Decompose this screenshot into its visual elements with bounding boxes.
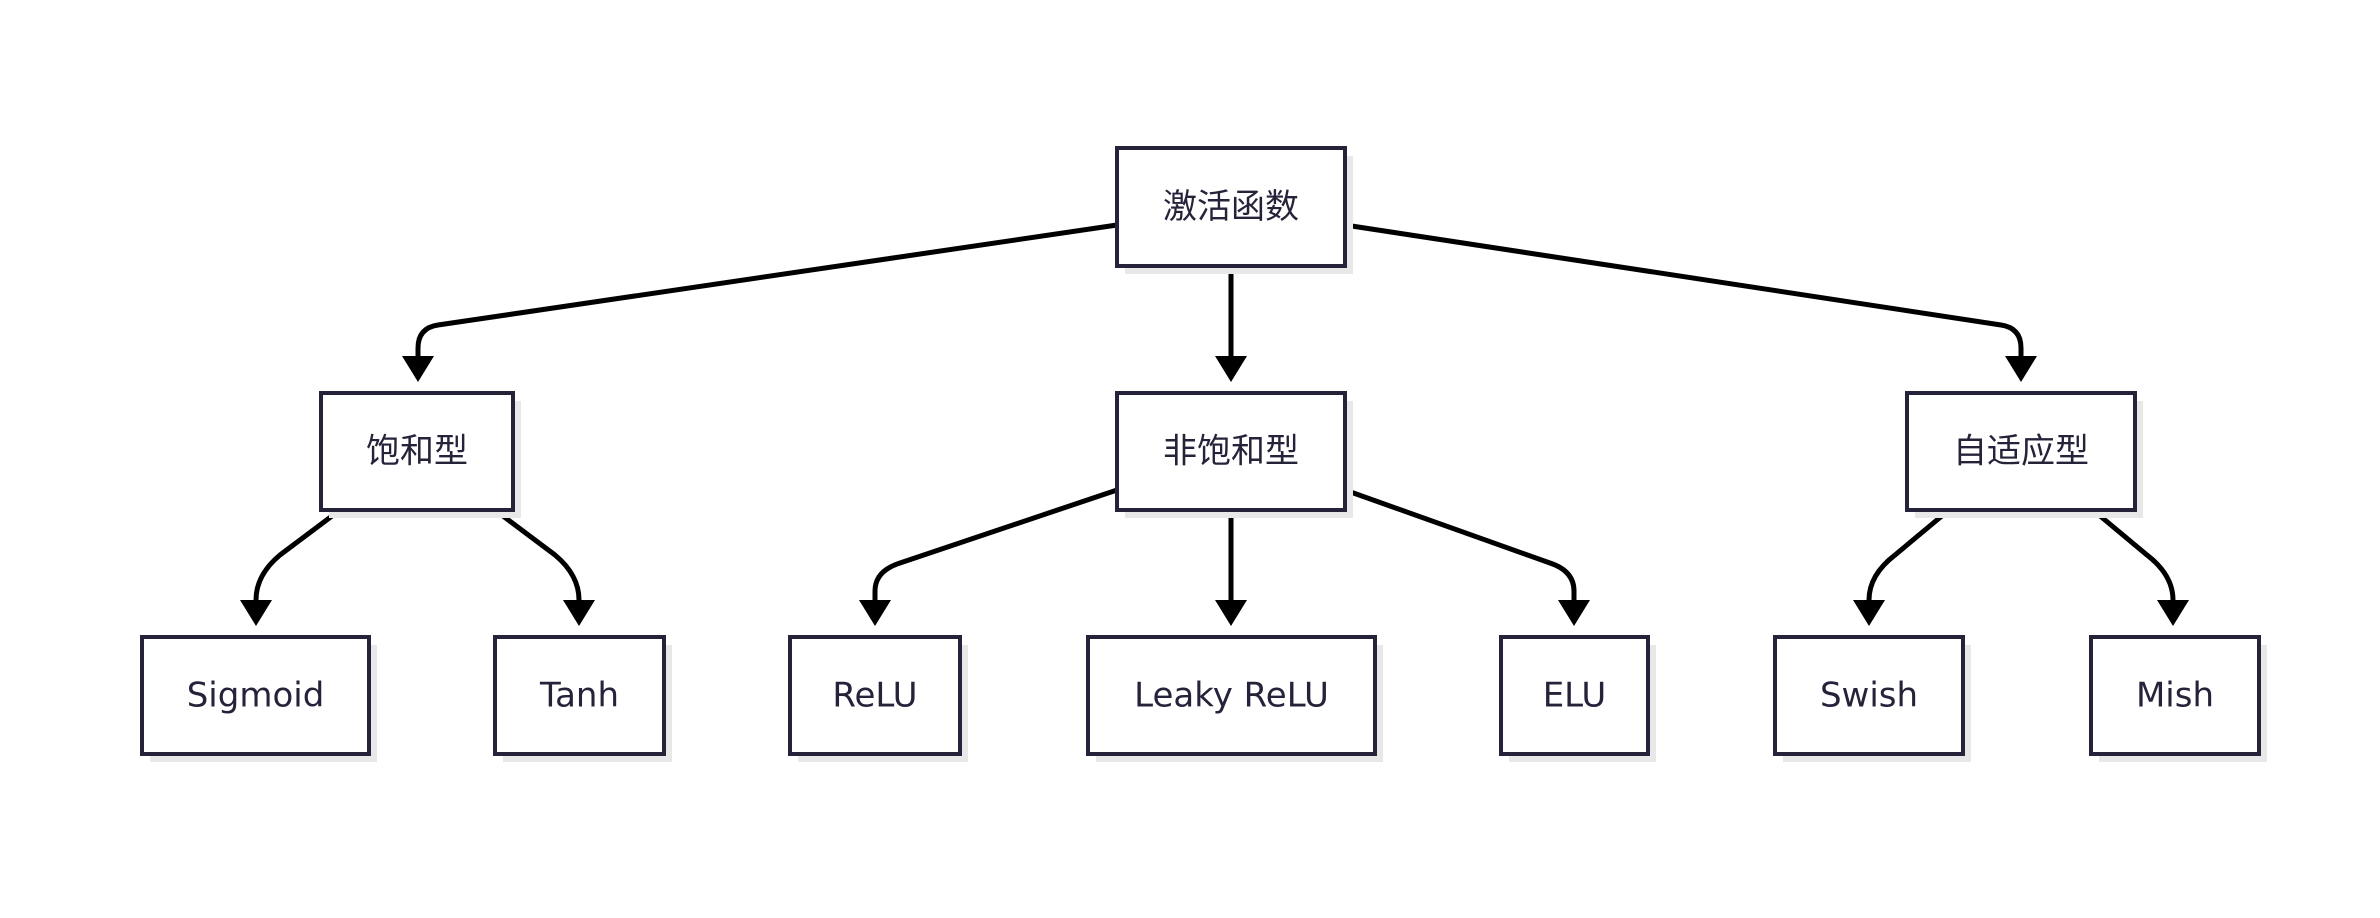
edge-adaptive-to-swish xyxy=(1853,508,1951,626)
edge-line xyxy=(872,487,1118,604)
arrowhead-icon xyxy=(2005,356,2037,382)
node-label: Swish xyxy=(1820,676,1918,716)
node-tanh: Tanh xyxy=(493,635,672,762)
edge-non_saturating-to-relu xyxy=(859,487,1118,626)
arrowhead-icon xyxy=(402,356,434,382)
node-box xyxy=(788,635,962,756)
node-label: Leaky ReLU xyxy=(1134,676,1329,716)
edge-line xyxy=(1344,222,2024,360)
edge-line xyxy=(493,508,582,604)
arrowhead-icon xyxy=(1558,600,1590,626)
node-label: ReLU xyxy=(832,676,917,716)
node-label: 饱和型 xyxy=(366,432,468,472)
arrowhead-icon xyxy=(1215,600,1247,626)
node-label: Tanh xyxy=(539,676,619,716)
node-box xyxy=(140,635,371,756)
node-sigmoid: Sigmoid xyxy=(140,635,377,762)
edge-saturating-to-tanh xyxy=(493,508,595,626)
node-label: 非饱和型 xyxy=(1163,432,1299,472)
arrowhead-icon xyxy=(1853,600,1885,626)
node-box xyxy=(1115,146,1347,268)
node-elu: ELU xyxy=(1499,635,1656,762)
node-saturating: 饱和型 xyxy=(319,391,521,518)
node-label: Mish xyxy=(2136,676,2214,716)
node-swish: Swish xyxy=(1773,635,1971,762)
node-box xyxy=(1905,391,2137,512)
node-box xyxy=(493,635,666,756)
node-relu: ReLU xyxy=(788,635,968,762)
node-root: 激活函数 xyxy=(1115,146,1353,274)
edge-line xyxy=(415,222,1118,360)
node-box xyxy=(2089,635,2261,756)
arrowhead-icon xyxy=(240,600,272,626)
arrowhead-icon xyxy=(859,600,891,626)
node-label: ELU xyxy=(1543,676,1607,716)
edge-root-to-adaptive xyxy=(1344,222,2037,382)
node-adaptive: 自适应型 xyxy=(1905,391,2143,518)
node-box xyxy=(1773,635,1965,756)
node-label: Sigmoid xyxy=(187,676,325,716)
arrowhead-icon xyxy=(2157,600,2189,626)
edge-saturating-to-sigmoid xyxy=(240,508,342,626)
edges-layer xyxy=(240,222,2189,626)
node-box xyxy=(1499,635,1650,756)
edge-non_saturating-to-leaky_relu xyxy=(1215,510,1247,626)
edge-line xyxy=(2091,508,2176,604)
edge-line xyxy=(1344,487,1577,604)
node-box xyxy=(319,391,515,512)
arrowhead-icon xyxy=(1215,356,1247,382)
edge-line xyxy=(1866,508,1951,604)
node-label: 激活函数 xyxy=(1163,187,1299,227)
node-non-saturating: 非饱和型 xyxy=(1115,391,1353,518)
node-label: 自适应型 xyxy=(1953,432,2089,472)
node-box xyxy=(1115,391,1347,512)
arrowhead-icon xyxy=(563,600,595,626)
edge-root-to-non_saturating xyxy=(1215,266,1247,382)
edge-line xyxy=(253,508,342,604)
edge-non_saturating-to-elu xyxy=(1344,487,1590,626)
edge-root-to-saturating xyxy=(402,222,1118,382)
node-mish: Mish xyxy=(2089,635,2267,762)
node-box xyxy=(1086,635,1377,756)
edge-adaptive-to-mish xyxy=(2091,508,2189,626)
node-leaky-relu: Leaky ReLU xyxy=(1086,635,1383,762)
